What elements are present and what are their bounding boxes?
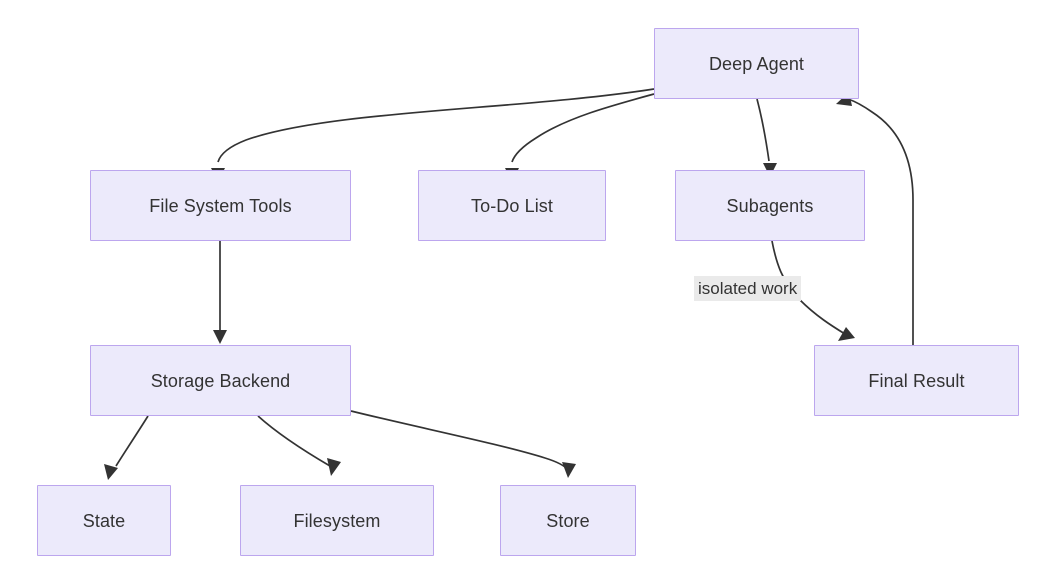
node-label-deep-agent: Deep Agent (708, 53, 805, 74)
node-label-storage-backend: Storage Backend (150, 370, 291, 391)
edge-storage-backend-to-state (104, 415, 149, 480)
node-label-filesystem: Filesystem (293, 510, 381, 531)
node-todo-list[interactable]: To-Do List (418, 170, 606, 241)
node-label-state: State (82, 510, 126, 531)
node-label-subagents: Subagents (726, 195, 814, 216)
arrow-head-icon (838, 327, 855, 341)
edge-file-system-tools-to-storage-backend (213, 241, 227, 344)
node-label-final-result: Final Result (868, 370, 965, 391)
node-label-file-system-tools: File System Tools (149, 195, 292, 216)
arrow-head-icon (562, 462, 576, 478)
arrow-head-icon (104, 464, 118, 480)
node-deep-agent[interactable]: Deep Agent (654, 28, 859, 99)
node-storage-backend[interactable]: Storage Backend (90, 345, 351, 416)
edge-deep-agent-to-subagents (756, 98, 777, 177)
arrow-head-icon (213, 330, 227, 344)
node-state[interactable]: State (37, 485, 171, 556)
arrow-head-icon (327, 458, 341, 476)
edge-deep-agent-to-file-system-tools (211, 88, 655, 182)
edge-storage-backend-to-store (350, 410, 576, 478)
edge-storage-backend-to-filesystem (257, 415, 341, 476)
edge-deep-agent-to-todo-list (505, 93, 655, 182)
edge-label-isolated-work: isolated work (694, 276, 802, 302)
node-final-result[interactable]: Final Result (814, 345, 1019, 416)
node-filesystem[interactable]: Filesystem (240, 485, 434, 556)
node-subagents[interactable]: Subagents (675, 170, 865, 241)
node-label-store: Store (546, 510, 590, 531)
node-file-system-tools[interactable]: File System Tools (90, 170, 351, 241)
node-store[interactable]: Store (500, 485, 636, 556)
node-label-todo-list: To-Do List (470, 195, 554, 216)
